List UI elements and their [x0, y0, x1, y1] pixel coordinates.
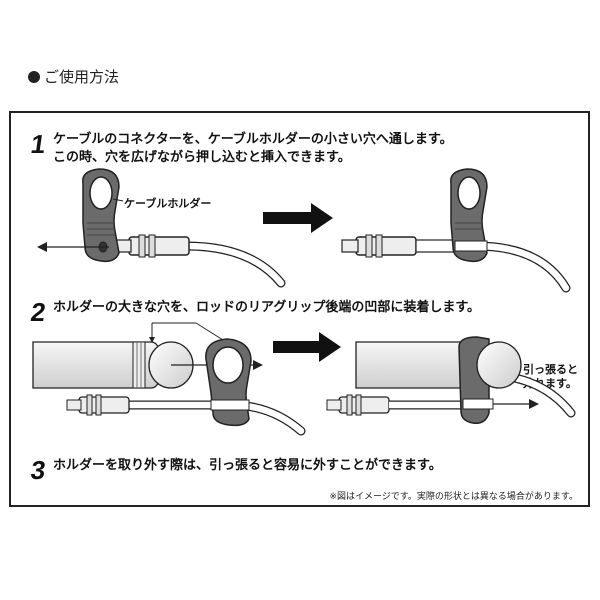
step-1-arrow-icon	[263, 203, 333, 233]
disclaimer-note: ※図はイメージです。実際の形状とは異なる場合があります。	[329, 492, 578, 502]
step-3-text: ホルダーを取り外す際は、引っ張ると容易に外すことができます。	[53, 457, 442, 475]
section-heading-text: ご使用方法	[44, 68, 120, 86]
step-2-before-illustration	[32, 322, 306, 436]
step-1-before-illustration	[37, 168, 286, 288]
step-1-line-2: この時、穴を広げながら押し込むと挿入できます。	[53, 150, 351, 165]
step-2-after-illustration	[326, 336, 576, 425]
step-3: 3 ホルダーを取り外す際は、引っ張ると容易に外すことができます。	[29, 455, 442, 485]
pull-to-remove-line-1: 引っ張ると	[523, 363, 578, 376]
step-2-text: ホルダーの大きな穴を、ロッドのリアグリップ後端の凹部に装着します。	[53, 299, 480, 317]
bullet-dot-icon	[28, 70, 40, 83]
pull-direction-arrow	[529, 399, 539, 409]
instructions-frame: 1 ケーブルのコネクターを、ケーブルホルダーの小さい穴へ通します。 この時、穴を…	[9, 111, 590, 507]
step-1: 1 ケーブルのコネクターを、ケーブルホルダーの小さい穴へ通します。 この時、穴を…	[29, 129, 453, 167]
step-2: 2 ホルダーの大きな穴を、ロッドのリアグリップ後端の凹部に装着します。	[29, 297, 480, 327]
step-3-line-1: ホルダーを取り外す際は、引っ張ると容易に外すことができます。	[53, 458, 442, 473]
section-heading: ご使用方法	[28, 66, 119, 87]
step-2-arrow-icon	[273, 332, 341, 362]
cable-holder-label: ケーブルホルダー	[124, 197, 212, 210]
step-2-line-1: ホルダーの大きな穴を、ロッドのリアグリップ後端の凹部に装着します。	[53, 300, 481, 315]
step-1-after-illustration	[341, 168, 571, 293]
step-1-line-1: ケーブルのコネクターを、ケーブルホルダーの小さい穴へ通します。	[53, 132, 453, 147]
instruction-illustrations	[32, 168, 576, 436]
step-1-text: ケーブルのコネクターを、ケーブルホルダーの小さい穴へ通します。 この時、穴を広げ…	[53, 131, 453, 167]
cable-connector	[128, 236, 190, 256]
